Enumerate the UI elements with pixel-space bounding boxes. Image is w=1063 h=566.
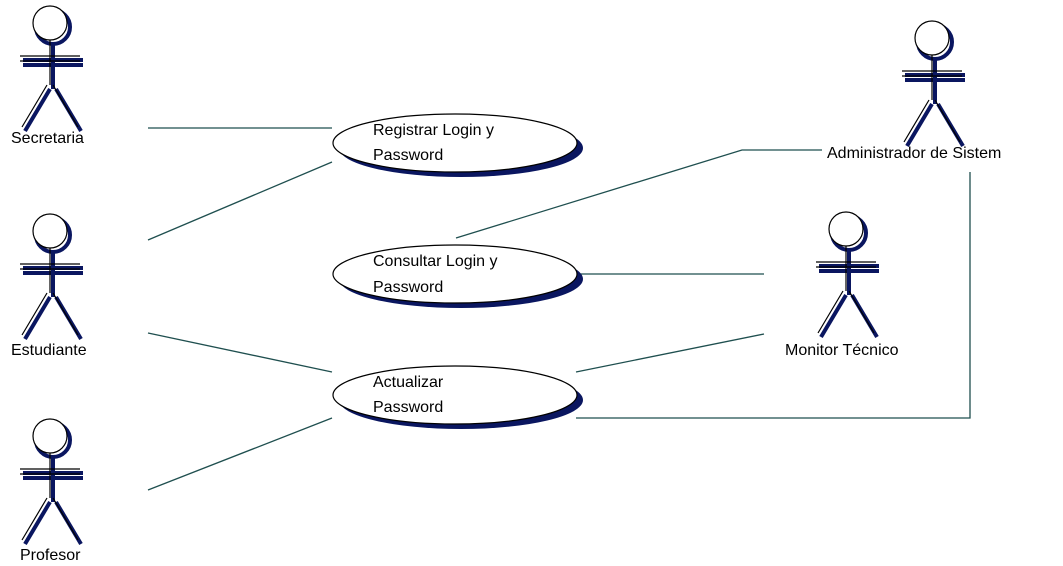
- use-case-ellipse: [332, 113, 578, 173]
- actor-estudiante: Estudiante: [11, 213, 87, 359]
- assoc-estudiante-registrar: [147, 161, 333, 241]
- use-case-label-line1: Consultar Login y: [373, 253, 498, 270]
- use-case-label-line2: Password: [373, 279, 443, 296]
- actor-label-administrador: Administrador de Sistem: [827, 145, 1001, 162]
- actor-profesor: Profesor: [19, 418, 85, 564]
- use-case-actualizar: Actualizar Password: [332, 365, 583, 429]
- stick-figure-icon: [19, 213, 85, 341]
- actor-secretaria: Secretaria: [11, 5, 85, 147]
- assoc-monitor-actualizar: [575, 333, 765, 373]
- stick-figure-icon: [901, 20, 967, 148]
- stick-figure-icon: [19, 5, 85, 133]
- assoc-estudiante-actualizar: [147, 332, 333, 373]
- use-case-ellipse: [332, 365, 578, 425]
- assoc-admin-actualizar: [576, 172, 971, 419]
- use-case-label-line2: Password: [373, 399, 443, 416]
- actor-label-secretaria: Secretaria: [11, 130, 84, 147]
- actor-label-profesor: Profesor: [20, 547, 81, 564]
- use-case-label-line1: Registrar Login y: [373, 122, 494, 139]
- actor-label-estudiante: Estudiante: [11, 342, 87, 359]
- assoc-profesor-actualizar: [147, 417, 333, 491]
- associations: [147, 127, 971, 491]
- use-case-label-line2: Password: [373, 147, 443, 164]
- use-case-label-line1: Actualizar: [373, 374, 444, 391]
- stick-figure-icon: [815, 211, 881, 339]
- assoc-admin-consultar: [455, 149, 822, 239]
- stick-figure-icon: [19, 418, 85, 546]
- use-case-ellipse: [332, 244, 578, 304]
- actor-label-monitor: Monitor Técnico: [785, 342, 899, 359]
- use-case-registrar: Registrar Login y Password: [332, 113, 583, 177]
- actor-monitor: Monitor Técnico: [785, 211, 899, 359]
- use-case-consultar: Consultar Login y Password: [332, 244, 583, 308]
- actor-administrador: Administrador de Sistem: [827, 20, 1001, 162]
